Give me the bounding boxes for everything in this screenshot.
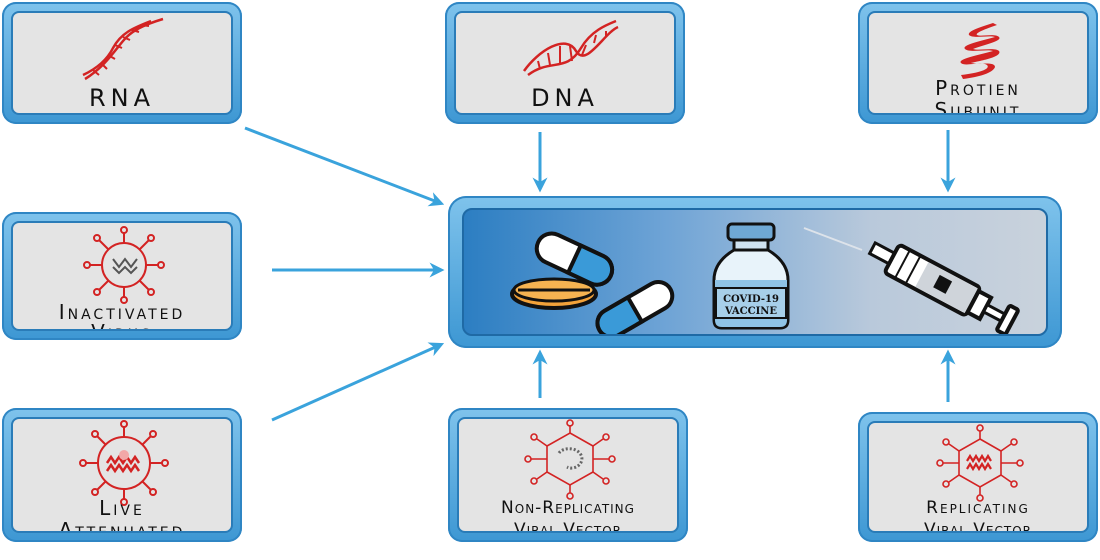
tile-nonrep-line1: Non-Replicating [501, 498, 635, 518]
tile-rna-inner: RNA [11, 11, 233, 115]
tile-inactivated-inner: Inactivated Virus [11, 221, 233, 331]
vial-label-line1: COVID-19 [723, 294, 779, 305]
tile-rep-line2: Viral Vector [923, 520, 1033, 533]
tile-replicating-vector: Replicating Viral Vector [858, 412, 1098, 542]
pills-icon [510, 231, 675, 334]
rna-helix-icon [82, 17, 164, 81]
tile-dna: DNA [445, 2, 685, 124]
non-replicating-vector-icon [524, 419, 616, 500]
tile-dna-label: DNA [531, 84, 599, 112]
tile-live-inner: Live Attenuated [11, 417, 233, 533]
tile-non-replicating-vector: Non-Replicating Viral Vector [448, 408, 688, 542]
vaccine-illustration: COVID-19 VACCINE [510, 222, 1020, 334]
tile-protein-line1: Protien [935, 76, 1021, 100]
tile-inactivated-virus: Inactivated Virus [2, 212, 242, 340]
vaccine-center-panel: COVID-19 VACCINE [448, 196, 1062, 348]
syringe-icon [803, 227, 1020, 334]
tile-protein-line2: Subunit [934, 98, 1022, 115]
replicating-vector-icon [936, 424, 1024, 502]
tile-nonrep-inner: Non-Replicating Viral Vector [457, 417, 679, 533]
tile-live-attenuated: Live Attenuated [2, 408, 242, 542]
arrow-rna [244, 126, 445, 207]
vaccine-center-inner: COVID-19 VACCINE [462, 208, 1048, 336]
tile-rep-line1: Replicating [926, 498, 1030, 518]
vial-label-line2: VACCINE [724, 306, 777, 317]
dna-helix-icon [522, 19, 619, 77]
arrow-live [271, 342, 445, 422]
vaccine-vial-icon [712, 222, 790, 330]
tile-protein-inner: Protien Subunit [867, 11, 1089, 115]
live-virus-icon [79, 420, 169, 506]
inactivated-virus-icon [83, 226, 165, 304]
tile-nonrep-line2: Viral Vector [513, 520, 623, 533]
protein-ribbon-icon [960, 23, 1000, 79]
tile-rep-inner: Replicating Viral Vector [867, 421, 1089, 533]
tile-dna-inner: DNA [454, 11, 676, 115]
tile-protein-subunit: Protien Subunit [858, 2, 1098, 124]
tile-rna-label: RNA [88, 84, 156, 112]
tile-inactivated-line1: Inactivated [58, 300, 186, 324]
tile-rna: RNA [2, 2, 242, 124]
tile-live-line2: Attenuated [58, 518, 186, 533]
tile-live-line1: Live [99, 496, 145, 520]
tile-inactivated-line2: Virus [13, 321, 231, 329]
